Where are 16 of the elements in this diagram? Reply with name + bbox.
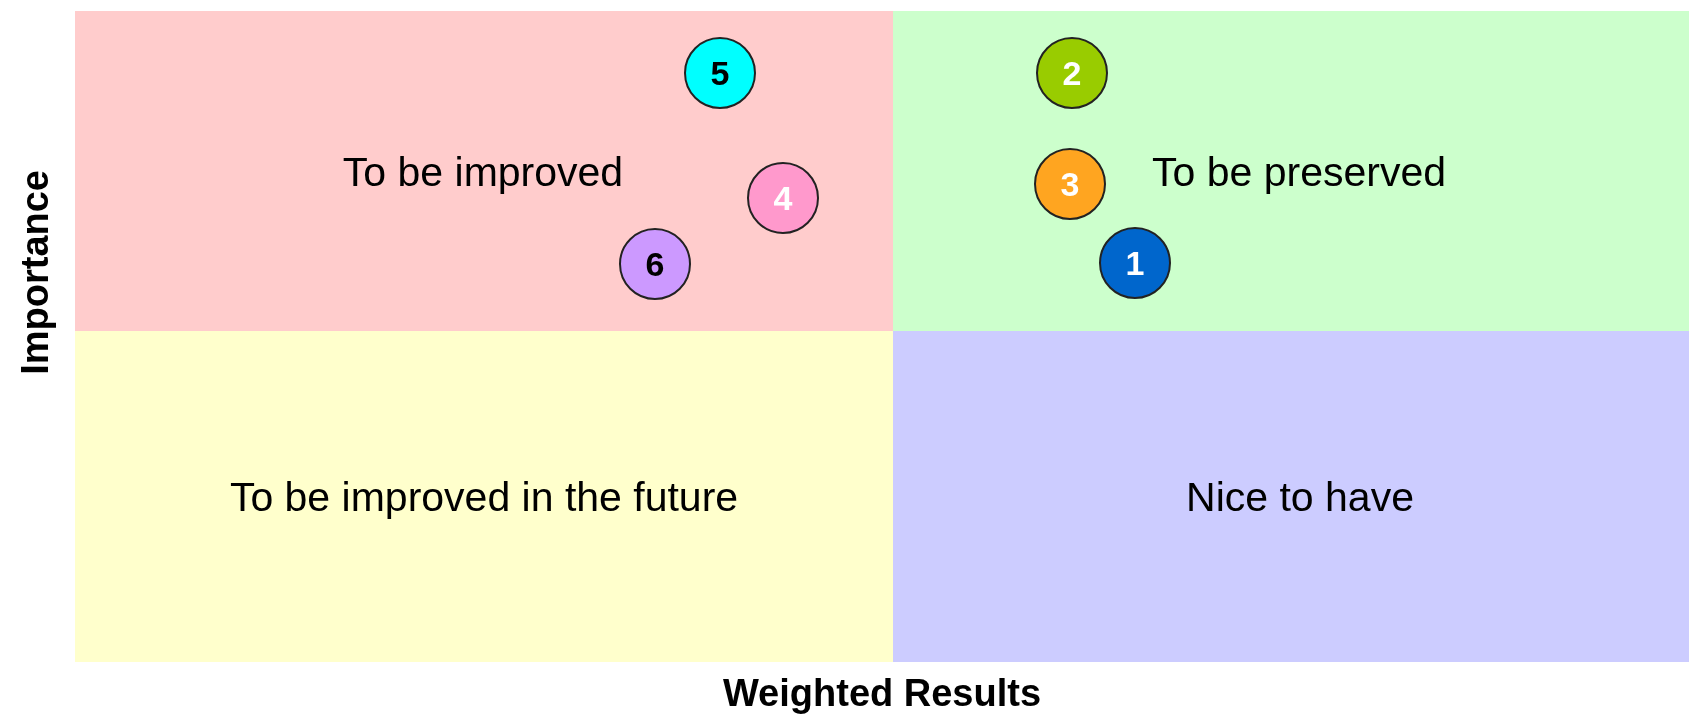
quadrant-label: To be improved in the future (229, 473, 739, 521)
axis-label: Weighted Results (722, 672, 1042, 715)
number-circle: 6 (619, 228, 691, 300)
number-circle: 2 (1036, 37, 1108, 109)
quadrant-label: To be improved (342, 148, 624, 196)
quadrant-panel (893, 11, 1689, 331)
quadrant-panel (893, 331, 1689, 662)
number-circle: 4 (747, 162, 819, 234)
quadrant-panel (75, 331, 893, 662)
quadrant-label: To be preserved (1152, 148, 1446, 196)
number-circle: 1 (1099, 227, 1171, 299)
axis-label: Importance (14, 170, 57, 375)
quadrant-panel (75, 11, 893, 331)
number-circle: 3 (1034, 148, 1106, 220)
number-circle: 5 (684, 37, 756, 109)
quadrant-label: Nice to have (1186, 473, 1414, 521)
